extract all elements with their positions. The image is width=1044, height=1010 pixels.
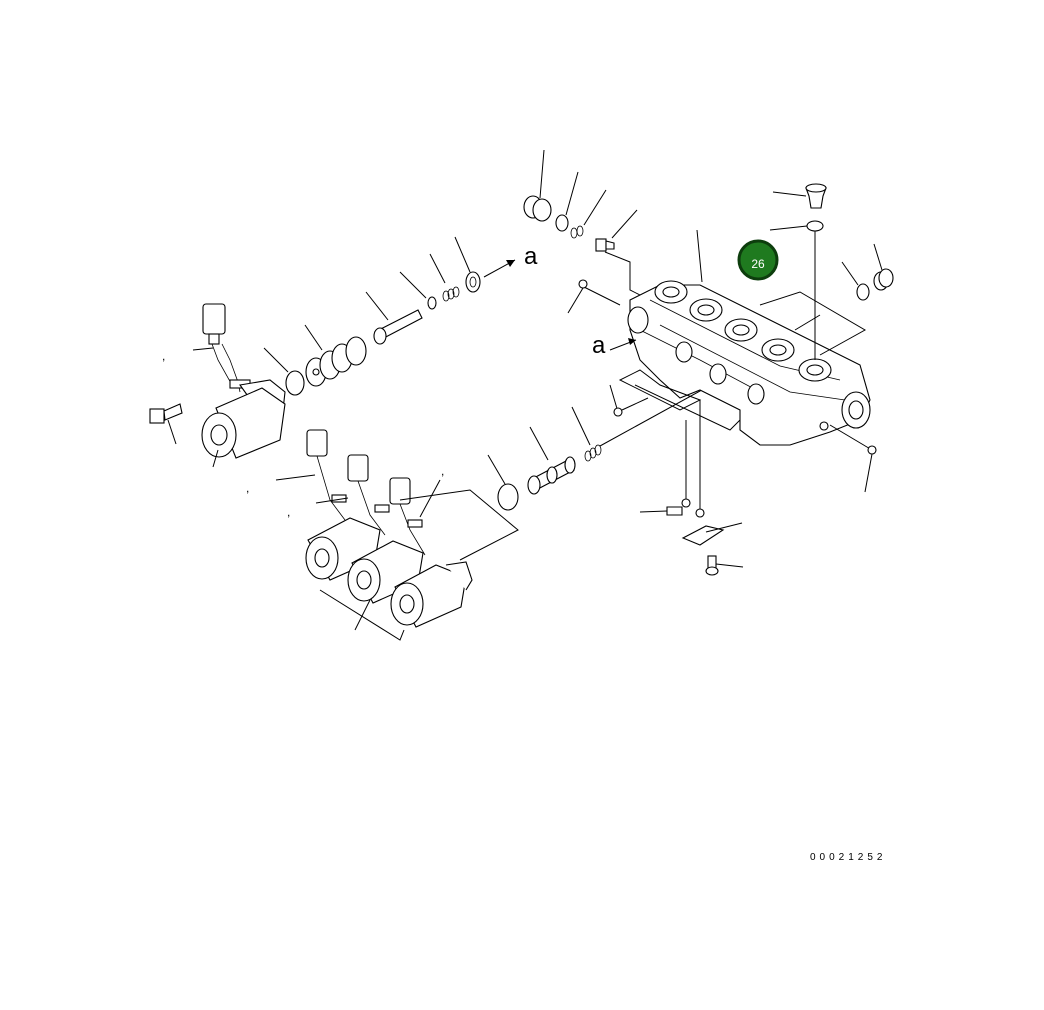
plunger-head (373, 327, 387, 345)
retainer-ring (465, 271, 481, 293)
solenoid-wire-2 (211, 343, 233, 386)
connector-part (347, 454, 369, 482)
part-hotspot-26[interactable]: 26 (737, 239, 779, 281)
right-plugs-group (769, 183, 894, 360)
solenoid-coil-core (210, 424, 228, 446)
left-solenoid-group: a , (149, 236, 538, 468)
bolt-shank (163, 403, 183, 421)
o-ring-part (555, 214, 569, 232)
top-fittings-group (523, 149, 651, 301)
o-ring-part (806, 220, 824, 232)
spool-part (305, 336, 367, 387)
valve-body-outline (629, 284, 871, 446)
drawing-number: 00021252 (810, 852, 887, 863)
triple-solenoid-group: , , , (246, 429, 519, 641)
washer-part (427, 296, 437, 310)
svg-text:,: , (246, 481, 249, 495)
valve-body: a (592, 280, 871, 446)
svg-text:,: , (162, 349, 165, 363)
o-ring-part (497, 483, 519, 511)
port-boss (654, 280, 832, 382)
hotspot-label[interactable]: 26 (751, 257, 765, 271)
connector-part (306, 429, 328, 457)
bolt-head (705, 566, 719, 576)
bolt-head (149, 408, 165, 424)
lower-spool-group (487, 379, 721, 511)
view-marker-2: a (592, 332, 606, 359)
connector-stem (208, 333, 220, 345)
fitting-part (595, 238, 607, 252)
svg-text:,: , (287, 505, 290, 519)
o-ring-part (856, 283, 870, 301)
spring-part (584, 444, 602, 462)
hotspot-circle[interactable] (737, 239, 779, 281)
spring-part (442, 286, 460, 302)
lower-details-group (567, 229, 877, 576)
connector-part (202, 303, 226, 335)
svg-text:,: , (441, 464, 444, 478)
connector-part (389, 477, 411, 505)
view-arrow-head (506, 260, 515, 267)
view-marker: a (524, 243, 538, 270)
o-ring-part (285, 370, 305, 396)
